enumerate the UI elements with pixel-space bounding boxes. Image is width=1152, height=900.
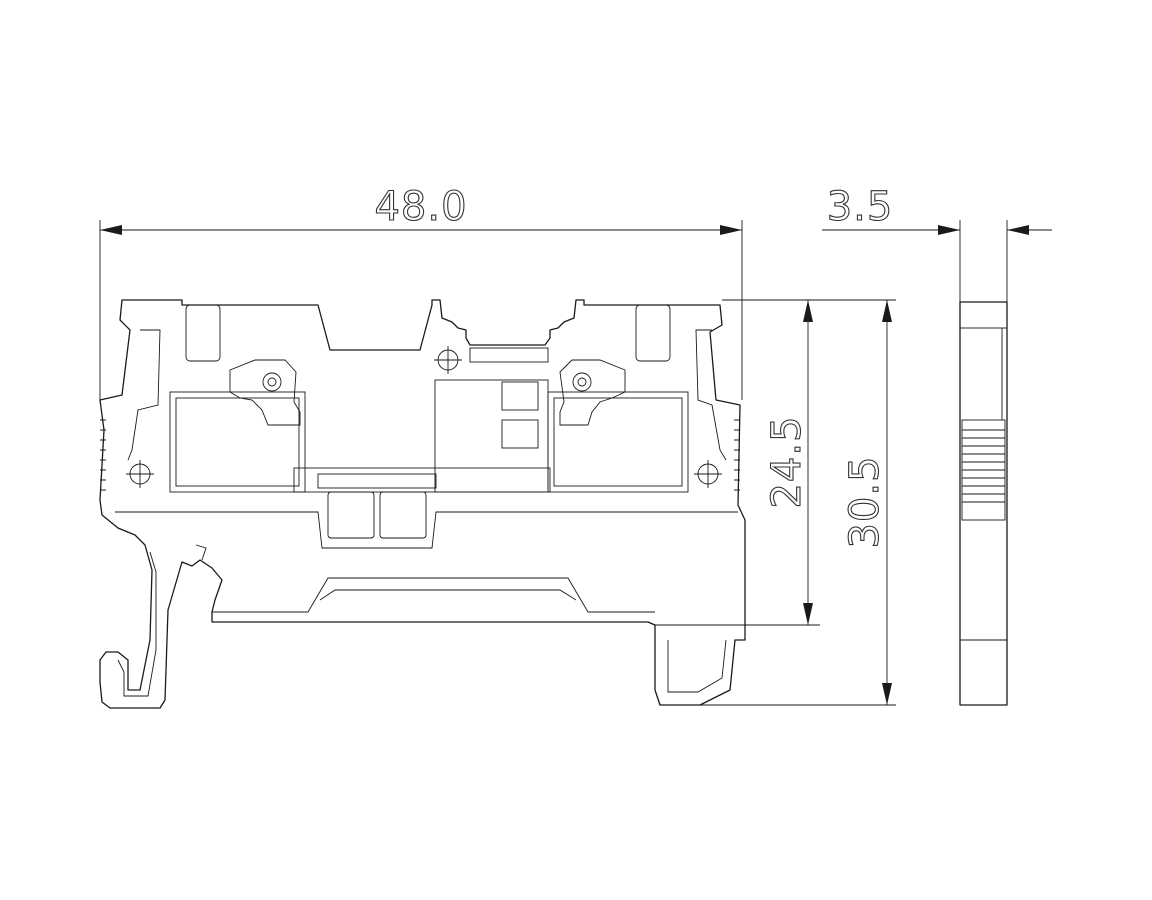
pivot-right-outer (572, 372, 592, 392)
top-pocket-right (635, 304, 671, 362)
clamp-chamber-left (169, 391, 306, 493)
screw-mark-left (126, 460, 154, 488)
right-ribs (734, 419, 740, 491)
centre-slot-a (501, 381, 539, 411)
left-latch-slot (127, 329, 161, 461)
busbar-inner (317, 473, 437, 489)
centre-slot-b (501, 419, 539, 449)
pivot-right-inner (577, 377, 587, 387)
side-view (959, 301, 1008, 706)
dimension-height-rail-label: 24.5 (764, 415, 810, 508)
centre-cavity (434, 379, 549, 493)
side-view-grip-lines (962, 429, 1005, 503)
foot-spring (195, 544, 207, 561)
dimension-width: 48.0 (99, 183, 743, 400)
centre-ridge (469, 347, 549, 363)
lower-body-contour (115, 511, 738, 549)
dimension-total-height-label: 30.5 (842, 455, 888, 548)
dimension-thickness-label: 3.5 (827, 184, 894, 230)
clamp-chamber-right-inner (553, 397, 683, 487)
block-outline (99, 299, 746, 709)
clamp-chamber-right (547, 391, 689, 493)
lower-slot-left (327, 491, 375, 539)
dimension-total-height: 30.5 (682, 300, 896, 706)
pivot-left-inner (267, 377, 277, 387)
left-ribs (100, 419, 106, 491)
dimension-width-label: 48.0 (374, 184, 467, 230)
dimension-height-rail: 24.5 (655, 299, 896, 626)
screw-mark-center (434, 346, 462, 374)
rail-channel (212, 577, 655, 613)
top-pocket-left (185, 304, 221, 362)
clamp-chamber-left-inner (175, 397, 300, 487)
dimension-thickness: 3.5 (822, 183, 1052, 302)
front-view (99, 299, 746, 709)
screw-mark-right (694, 460, 722, 488)
spring-clamp-left (229, 359, 301, 426)
lower-slot-right (379, 491, 427, 539)
side-view-top-step (959, 301, 1008, 329)
right-latch-slot (695, 329, 727, 461)
pivot-left-outer (262, 372, 282, 392)
right-foot-inner (667, 639, 727, 693)
foot-inner (117, 551, 157, 697)
spring-clamp-right (559, 359, 626, 426)
rail-channel-inner (319, 589, 577, 601)
side-view-outline (959, 301, 1008, 706)
